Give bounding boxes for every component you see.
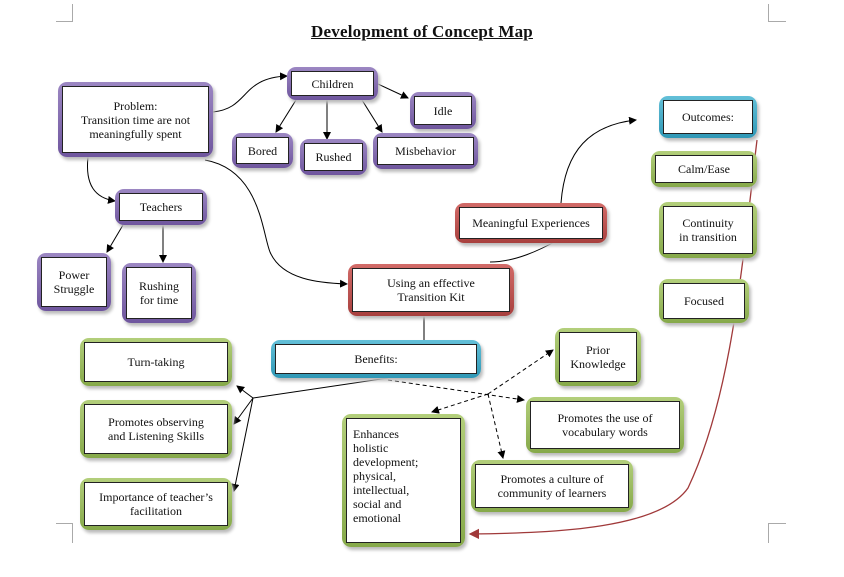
page-title: Development of Concept Map <box>311 22 533 41</box>
crop-mark <box>768 523 769 543</box>
power-struggle-node: Power Struggle <box>37 253 111 311</box>
vocabulary-node: Promotes the use of vocabulary words <box>526 397 684 453</box>
connector-benefits-trunk <box>252 377 389 399</box>
turn-taking-node: Turn-taking <box>80 338 232 386</box>
bored-label: Bored <box>236 137 289 164</box>
teacher-facilitation-label: Importance of teacher’s facilitation <box>84 482 228 526</box>
problem-label: Problem: Transition time are not meaning… <box>62 86 209 153</box>
outcomes-node: Outcomes: <box>659 96 757 138</box>
crop-mark <box>72 523 73 543</box>
holistic-development-node: Enhances holistic development; physical,… <box>342 414 465 547</box>
crop-mark <box>768 523 786 524</box>
bored-node: Bored <box>232 133 293 168</box>
connector-benefits-turntaking <box>236 385 254 399</box>
teacher-facilitation-node: Importance of teacher’s facilitation <box>80 478 232 530</box>
benefits-label: Benefits: <box>275 344 477 374</box>
crop-mark <box>56 523 73 524</box>
benefits-node: Benefits: <box>271 340 481 378</box>
connector-problem-kit <box>204 159 348 288</box>
observing-listening-node: Promotes observing and Listening Skills <box>80 400 232 458</box>
connector-benefits-observing <box>233 397 254 425</box>
connector-problem-children <box>212 72 288 113</box>
idle-node: Idle <box>410 92 476 129</box>
focused-node: Focused <box>659 279 749 323</box>
connector-benefits-facilitation <box>231 397 254 492</box>
calm-ease-node: Calm/Ease <box>651 151 757 187</box>
children-label: Children <box>291 71 374 96</box>
community-node: Promotes a culture of community of learn… <box>471 460 633 512</box>
vocabulary-label: Promotes the use of vocabulary words <box>530 401 680 449</box>
misbehavior-node: Misbehavior <box>373 133 478 169</box>
crop-mark <box>768 4 769 22</box>
connector-benefits-holistic <box>431 393 489 414</box>
connector-problem-teachers <box>86 156 116 204</box>
connector-benefits-vocabulary <box>387 379 525 403</box>
connector-kit-meaningful <box>489 239 559 263</box>
continuity-label: Continuity in transition <box>663 206 753 254</box>
outcomes-label: Outcomes: <box>663 100 753 134</box>
rushed-node: Rushed <box>300 139 367 175</box>
continuity-node: Continuity in transition <box>659 202 757 258</box>
teachers-label: Teachers <box>119 193 203 221</box>
connector-benefits-community <box>487 393 506 459</box>
idle-label: Idle <box>414 96 472 125</box>
connector-teachers-power <box>106 224 124 253</box>
community-label: Promotes a culture of community of learn… <box>475 464 629 508</box>
observing-listening-label: Promotes observing and Listening Skills <box>84 404 228 454</box>
crop-mark <box>768 21 786 22</box>
misbehavior-label: Misbehavior <box>377 137 474 165</box>
children-node: Children <box>287 67 378 100</box>
connector-children-bored <box>275 99 297 133</box>
connector-meaningful-outcomes <box>560 116 637 204</box>
rushed-label: Rushed <box>304 143 363 171</box>
holistic-development-label: Enhances holistic development; physical,… <box>346 418 461 543</box>
rushing-for-time-label: Rushing for time <box>126 267 192 319</box>
rushing-for-time-node: Rushing for time <box>122 263 196 323</box>
turn-taking-label: Turn-taking <box>84 342 228 382</box>
connector-children-misbehavior <box>361 99 383 133</box>
power-struggle-label: Power Struggle <box>41 257 107 307</box>
connector-benefits-prior <box>487 349 554 395</box>
meaningful-experiences-node: Meaningful Experiences <box>455 203 607 243</box>
transition-kit-label: Using an effective Transition Kit <box>352 268 510 312</box>
crop-mark <box>72 4 73 22</box>
teachers-node: Teachers <box>115 189 207 225</box>
connector-children-idle <box>377 83 409 99</box>
prior-knowledge-node: Prior Knowledge <box>555 328 641 386</box>
calm-ease-label: Calm/Ease <box>655 155 753 183</box>
transition-kit-node: Using an effective Transition Kit <box>348 264 514 316</box>
focused-label: Focused <box>663 283 745 319</box>
prior-knowledge-label: Prior Knowledge <box>559 332 637 382</box>
meaningful-experiences-label: Meaningful Experiences <box>459 207 603 239</box>
problem-node: Problem: Transition time are not meaning… <box>58 82 213 157</box>
crop-mark <box>56 21 73 22</box>
